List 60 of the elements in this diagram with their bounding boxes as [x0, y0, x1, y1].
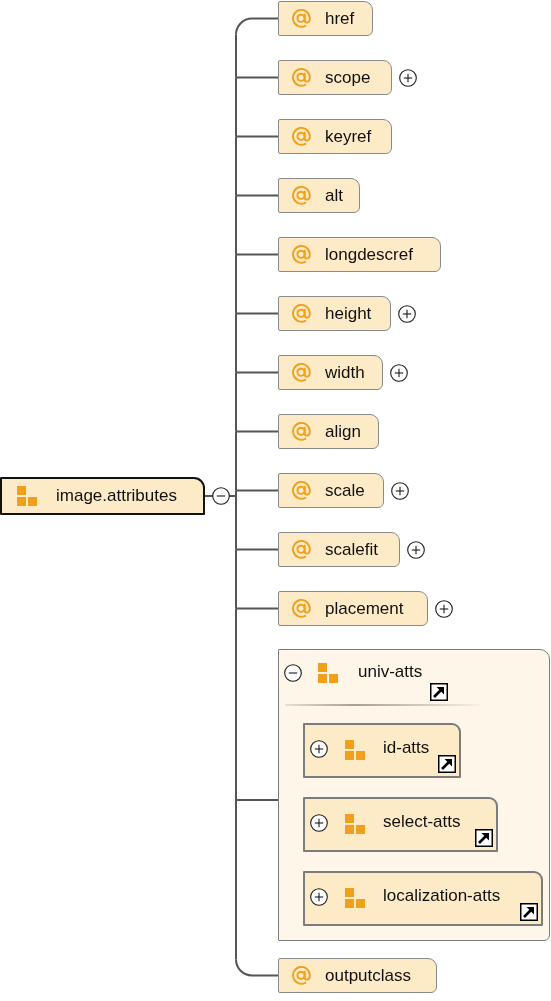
connector-line: [235, 312, 237, 374]
connector-line: [235, 607, 279, 610]
connector-line: [235, 194, 237, 256]
connector-line: [235, 495, 237, 551]
attribute-box: [278, 1, 373, 36]
connector-line: [235, 799, 279, 801]
attribute-name: scope: [325, 67, 371, 88]
attribute-name: placement: [325, 598, 404, 619]
attribute-box: [278, 60, 392, 95]
attribute-name: scale: [325, 480, 365, 501]
attribute-group-box: [303, 797, 498, 852]
attribute-box: [278, 355, 383, 390]
group-name: id-atts: [383, 738, 430, 758]
connector-line: [235, 489, 237, 497]
attribute-name: scalefit: [325, 539, 378, 560]
connector-line: [235, 135, 279, 138]
attribute-name: outputclass: [325, 965, 411, 986]
attribute-box: [278, 178, 360, 213]
connector-line: [235, 548, 279, 551]
connector-line: [235, 607, 237, 801]
attribute-name: longdescref: [325, 244, 413, 265]
connector-line: [235, 253, 237, 315]
group-name: univ-atts: [358, 662, 423, 682]
attribute-box: [278, 237, 441, 272]
connector-line: [235, 371, 279, 374]
attribute-box: [278, 473, 384, 508]
connector-line: [235, 430, 279, 433]
connector-line: [235, 430, 237, 492]
attribute-group-box: [0, 477, 205, 515]
connector-line: [235, 312, 279, 315]
attribute-name: href: [325, 8, 355, 29]
connector-line: [235, 799, 237, 961]
attribute-name: align: [325, 421, 361, 442]
attribute-box: [278, 958, 437, 993]
group-name: select-atts: [383, 812, 461, 832]
connector-line: [235, 76, 279, 79]
connector-line: [235, 194, 279, 197]
group-name: image.attributes: [56, 486, 177, 506]
attribute-group-box: [303, 871, 543, 926]
connector-line: [235, 371, 237, 433]
attribute-name: width: [325, 362, 365, 383]
attribute-name: height: [325, 303, 372, 324]
attribute-name: keyref: [325, 126, 372, 147]
attribute-group-box: [303, 723, 461, 778]
group-container: [278, 649, 550, 941]
attribute-box: [278, 532, 400, 567]
connector-line: [235, 548, 237, 610]
attribute-box: [278, 296, 391, 331]
group-name: localization-atts: [383, 886, 501, 906]
attribute-box: [278, 414, 379, 449]
attribute-box: [278, 119, 392, 154]
attribute-name: alt: [325, 185, 343, 206]
connector-line: [235, 489, 279, 492]
connector-line: [235, 33, 237, 79]
connector-line: [235, 17, 279, 36]
connector-line: [235, 253, 279, 256]
connector-line: [235, 135, 237, 197]
connector-line: [235, 76, 237, 138]
attribute-box: [278, 591, 428, 626]
connector-line: [235, 958, 279, 977]
